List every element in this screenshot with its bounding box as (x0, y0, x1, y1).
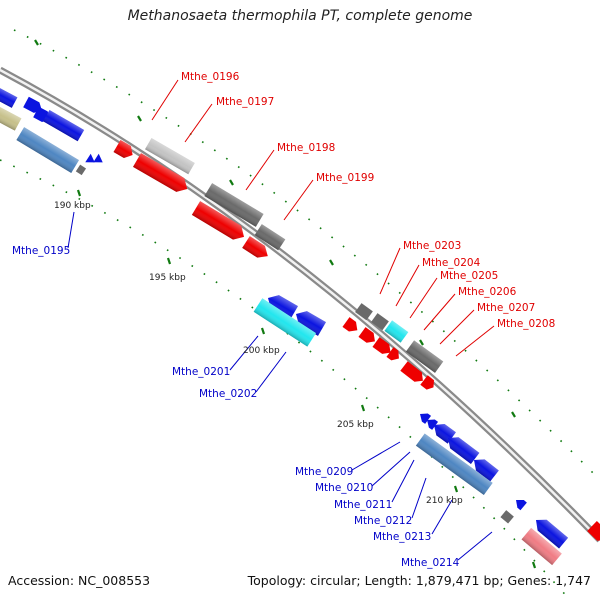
gene-label[interactable]: Mthe_0196 (181, 71, 240, 83)
gene-label[interactable]: Mthe_0197 (216, 96, 274, 108)
reverse-genes (253, 295, 569, 566)
gene-label[interactable]: Mthe_0208 (497, 318, 555, 330)
gene-label[interactable]: Mthe_0203 (403, 240, 461, 252)
gene-label[interactable]: Mthe_0213 (373, 531, 431, 543)
forward-genes (0, 86, 600, 541)
gene-label[interactable]: Mthe_0202 (199, 388, 257, 400)
gene-label[interactable]: Mthe_0209 (295, 466, 353, 478)
reverse-label-lines (67, 211, 493, 561)
gene-label[interactable]: Mthe_0210 (315, 482, 373, 494)
reverse-labels: Mthe_0195 Mthe_0201 Mthe_0202 Mthe_0209 … (12, 245, 460, 569)
genome-backbone (0, 66, 600, 543)
forward-labels: Mthe_0196 Mthe_0197 Mthe_0198 Mthe_0199 … (181, 71, 555, 330)
outer-ticks (34, 39, 516, 418)
map-title: Methanosaeta thermophila PT, complete ge… (127, 8, 473, 24)
inner-ticks (76, 189, 537, 569)
kbp-label: 200 kbp (243, 346, 280, 356)
gene-label[interactable]: Mthe_0211 (334, 499, 392, 511)
kbp-label: 195 kbp (149, 273, 186, 283)
gene-label[interactable]: Mthe_0214 (401, 557, 460, 569)
topology-summary: Topology: circular; Length: 1,879,471 bp… (247, 573, 591, 588)
gene-label[interactable]: Mthe_0201 (172, 366, 230, 378)
kbp-label: 190 kbp (54, 201, 91, 211)
gene-label[interactable]: Mthe_0206 (458, 286, 517, 298)
gene-label[interactable]: Mthe_0207 (477, 302, 535, 314)
inner-dotted-track (0, 159, 571, 600)
kbp-label: 210 kbp (426, 496, 463, 506)
gene-label[interactable]: Mthe_0195 (12, 245, 70, 257)
gene-label[interactable]: Mthe_0199 (316, 172, 374, 184)
accession-label: Accession: NC_008553 (8, 573, 151, 588)
gene-label[interactable]: Mthe_0198 (277, 142, 335, 154)
forward-label-lines (151, 79, 495, 357)
kbp-label: 205 kbp (337, 420, 374, 430)
gene-label[interactable]: Mthe_0205 (440, 270, 498, 282)
gene-label[interactable]: Mthe_0204 (422, 257, 481, 269)
kbp-labels: 190 kbp 195 kbp 200 kbp 205 kbp 210 kbp (54, 201, 463, 506)
gene-label[interactable]: Mthe_0212 (354, 515, 412, 527)
